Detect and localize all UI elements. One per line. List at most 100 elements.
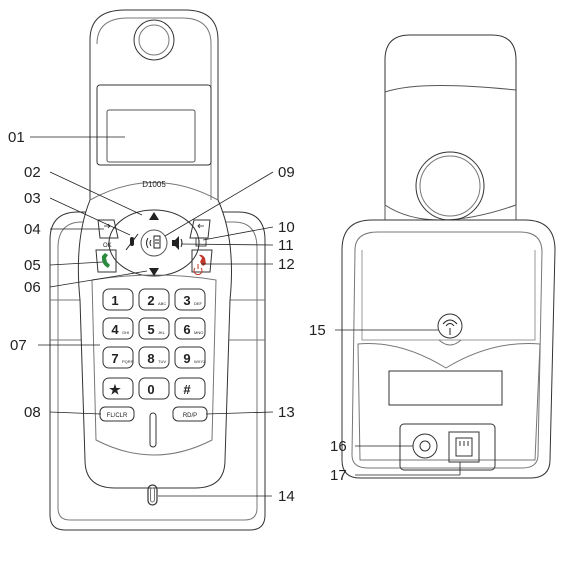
- keypad-key-11[interactable]: #: [174, 377, 206, 400]
- leader-10: [202, 226, 274, 241]
- callout-numbers: 01 02 03 04 05 06 07 08 09 10 11 12 13 1…: [8, 129, 347, 505]
- mute-icon[interactable]: [125, 233, 139, 251]
- power-icon[interactable]: [193, 264, 203, 276]
- keypad-key-number: 9: [183, 351, 190, 366]
- callout-leaders: [30, 136, 461, 497]
- phone-line-socket-icon: [448, 431, 480, 463]
- keypad-key-letters: DEF: [194, 301, 203, 306]
- keypad-key-number: #: [183, 382, 191, 397]
- left-soft-key: [97, 219, 119, 239]
- keypad-key-number: ★: [109, 382, 121, 397]
- callout-07: 07: [10, 337, 27, 354]
- callout-01: 01: [8, 129, 25, 146]
- keypad-key-outline[interactable]: [174, 317, 206, 340]
- phone-red-icon[interactable]: [199, 254, 206, 266]
- base-cradle: [49, 211, 266, 531]
- handset-rear: [384, 34, 517, 221]
- keypad-key-letters: ABC: [158, 301, 166, 306]
- speaker-icon[interactable]: [172, 236, 183, 250]
- keypad-key-10[interactable]: 0: [138, 377, 170, 400]
- callout-09: 09: [278, 164, 295, 181]
- callout-06: 06: [24, 279, 41, 296]
- fl-clr-label[interactable]: FL/CLR: [107, 413, 128, 419]
- charge-indicator-icon: [442, 319, 458, 335]
- callout-17: 17: [330, 467, 347, 484]
- down-arrow-icon[interactable]: [149, 268, 159, 276]
- keypad-key-outline[interactable]: [138, 346, 170, 369]
- keypad-key-0[interactable]: 1: [102, 288, 134, 311]
- keypad-key-number: 0: [147, 382, 154, 397]
- keypad-key-outline[interactable]: [102, 317, 134, 340]
- rd-p-label[interactable]: RD/P: [183, 413, 197, 419]
- keypad-key-number: 6: [183, 322, 190, 337]
- leader-05: [49, 261, 104, 266]
- cradle-curve: [357, 343, 541, 461]
- keypad-key-outline[interactable]: [102, 288, 134, 311]
- keypad-key-letters: GHI: [122, 330, 129, 335]
- callout-14: 14: [278, 488, 295, 505]
- callout-16: 16: [330, 438, 347, 455]
- memory-icon[interactable]: [195, 237, 207, 247]
- charging-contact: [437, 313, 463, 339]
- phone-green-icon[interactable]: [101, 253, 110, 268]
- callout-11: 11: [278, 237, 294, 254]
- keypad-key-outline[interactable]: [174, 346, 206, 369]
- keypad-key-outline[interactable]: [174, 377, 206, 400]
- keypad-key-9[interactable]: ★: [102, 377, 134, 400]
- keypad-key-number: 7: [111, 351, 118, 366]
- keypad-key-letters: TUV: [158, 359, 166, 364]
- leader-11: [180, 243, 274, 246]
- callout-08: 08: [24, 404, 41, 421]
- handset-body: [77, 9, 232, 489]
- keypad-key-outline[interactable]: [102, 377, 134, 400]
- keypad-key-letters: JKL: [158, 330, 166, 335]
- model-label: D1005: [142, 180, 166, 189]
- keypad-key-letters: MNO: [194, 330, 203, 335]
- callout-12: 12: [278, 256, 295, 273]
- intercom-icon[interactable]: [146, 235, 161, 249]
- keypad-key-number: 1: [111, 293, 118, 308]
- display-frame: [96, 84, 212, 166]
- callout-02: 02: [24, 164, 41, 181]
- display-screen: [106, 109, 196, 163]
- callout-10: 10: [278, 219, 295, 236]
- socket-panel: [399, 423, 496, 471]
- keypad-key-number: 8: [147, 351, 154, 366]
- leader-03: [49, 197, 131, 236]
- ok-label: OK: [103, 243, 112, 249]
- base-body: [341, 219, 556, 479]
- right-soft-key: [189, 219, 211, 239]
- callout-15: 15: [309, 322, 326, 339]
- keypad-key-outline[interactable]: [102, 346, 134, 369]
- leader-08: [49, 411, 102, 415]
- up-arrow-icon[interactable]: [149, 212, 159, 220]
- navigation-icons: [101, 212, 207, 276]
- leader-13: [205, 411, 274, 415]
- keypad-key-number: 3: [183, 293, 190, 308]
- leader-02: [49, 171, 143, 216]
- keypad-key-outline[interactable]: [174, 288, 206, 311]
- label-recess: [388, 370, 503, 406]
- keypad-key-outline[interactable]: [138, 317, 170, 340]
- keypad-key-letters: PQRS: [122, 359, 134, 364]
- keypad-key-number: 5: [147, 322, 154, 337]
- microphone-slot: [149, 412, 157, 448]
- keypad-key-outline[interactable]: [138, 377, 170, 400]
- keypad-key-letters: WXYZ: [194, 359, 206, 364]
- keypad-key-outline[interactable]: [138, 288, 170, 311]
- base-unit-rear-view: [341, 34, 556, 479]
- talk-key: [95, 249, 117, 273]
- callout-13: 13: [278, 404, 295, 421]
- end-key: [191, 249, 213, 273]
